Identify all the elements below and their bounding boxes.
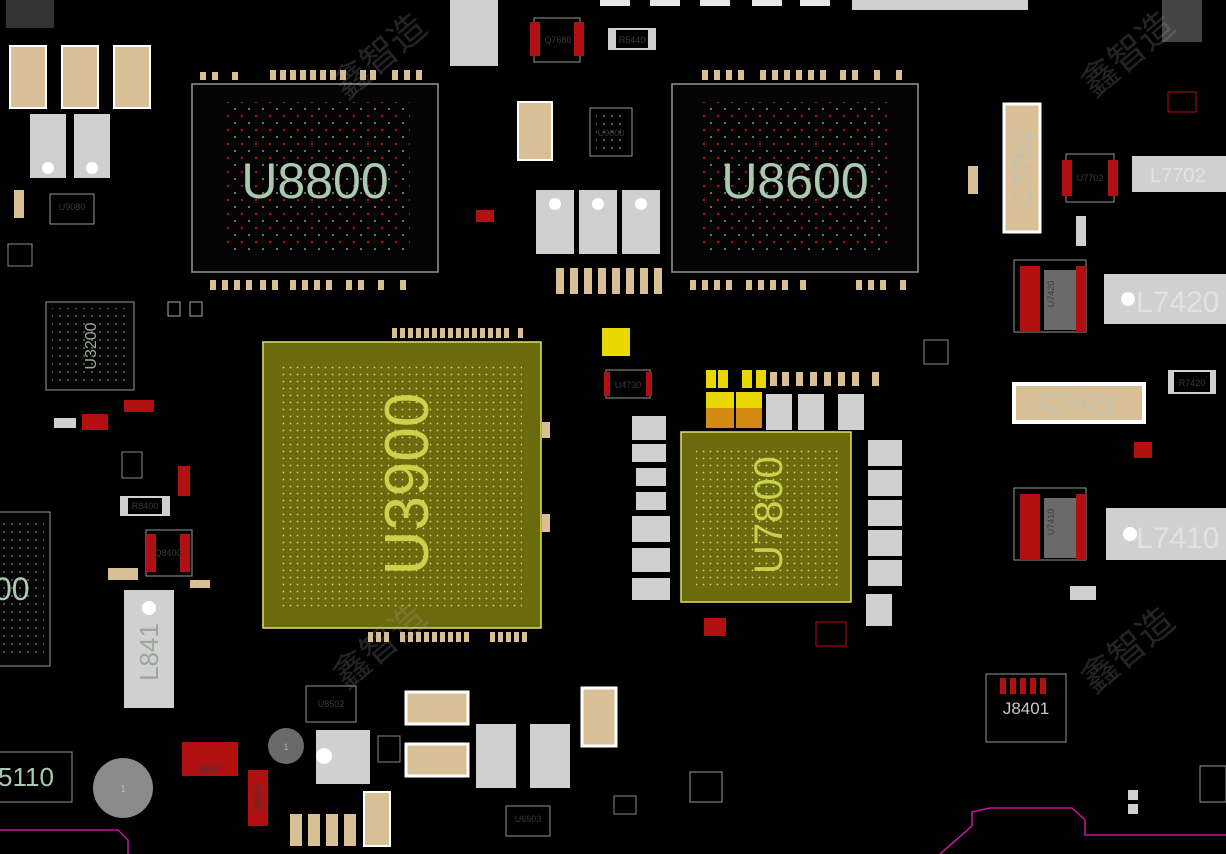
pad-row-u8800-top [200,70,422,80]
label-u8600: U8600 [721,153,868,209]
label-u7420: U7420 [1046,281,1056,308]
label-q8401: Q8401 [196,764,223,774]
label-q8400: Q8400 [154,548,181,558]
trace-right [939,807,1226,854]
inductor-row-center [536,190,660,254]
label-j8401: J8401 [1003,699,1049,718]
label-l7420: L7420 [1136,286,1219,319]
label-u9080: U9080 [59,202,86,212]
component-d8410[interactable]: D8410 [248,770,268,826]
inductor-top-partial [450,0,498,66]
component-q8400[interactable]: Q8400 [145,529,193,577]
pad-row-top-center [600,0,830,6]
component-u7702[interactable]: U7702 [1062,153,1118,203]
capacitor-row-bottom-center [290,686,618,847]
inductor-column-right-u7800 [866,440,902,626]
label-u3900: U3900 [373,393,442,576]
component-u6903[interactable]: U6903 [505,805,551,837]
label-r8400: R8400 [132,501,159,511]
component-u9080[interactable]: U9080 [49,193,95,225]
label-u3200: U3200 [83,322,100,369]
component-u3900[interactable]: U3900 [262,341,542,629]
pad-row-u7800-top [766,372,879,430]
label-pad-1b: 1 [283,742,288,752]
label-5110: 5110 [0,762,54,792]
block-top-right [1162,0,1202,42]
component-u8800[interactable]: U8800 [191,83,439,273]
component-l7702[interactable]: L7702 [1132,156,1226,192]
label-u6903: U6903 [515,814,542,824]
component-u7420[interactable]: U7420 [1013,259,1087,333]
label-u7800: U7800 [747,456,791,574]
component-l7410[interactable]: L7410 [1106,508,1226,560]
mounting-hole-small[interactable]: 1 [268,728,304,764]
trace-left [0,829,129,854]
small-parts-scatter [7,91,1226,815]
component-r5440[interactable]: R5440 [608,28,656,50]
highlight-pads-u7800 [602,328,766,428]
component-left-partial[interactable]: 00 [0,511,51,667]
pad-row-center-bottom [556,268,662,294]
component-l7420[interactable]: L7420 [1104,274,1226,324]
component-r8400[interactable]: R8400 [120,496,170,516]
label-l8410: L841 [134,623,164,681]
component-u3200[interactable]: U3200 [45,301,135,391]
component-5110[interactable]: 5110 [0,751,73,803]
label-left-partial: 00 [0,571,30,607]
label-u4730: U4730 [615,380,642,390]
component-r7420[interactable]: R7420 [1168,370,1216,394]
capacitor-row-top-left [9,45,151,178]
pad-row-u3900-bottom [368,632,527,642]
component-j8401[interactable]: J8401 [985,673,1067,743]
label-u7410: U7410 [1046,509,1056,536]
component-u7410[interactable]: U7410 [1013,487,1087,561]
pad-u3900-right-2 [542,514,550,532]
label-r5440: R5440 [619,35,646,45]
label-l7702: L7702 [1150,165,1206,187]
label-u7702: U7702 [1077,173,1104,183]
label-r7420: R7420 [1179,378,1206,388]
component-u7800[interactable]: U7800 [680,431,852,603]
pad-u3900-right-1 [542,422,550,438]
pad-row-u8800-bottom [210,280,406,290]
block-top-left [6,0,54,28]
label-u9000: U9000 [598,128,625,138]
label-pad-1a: 1 [120,784,126,795]
label-c7421: C7421 [1040,388,1117,418]
component-q8401[interactable]: Q8401 [182,742,238,776]
label-u8502: U8502 [318,699,345,709]
component-u8600[interactable]: U8600 [671,83,919,273]
pad-row-u8600-top [702,70,902,80]
capacitor-center-top [517,101,553,161]
label-u8800: U8800 [241,153,388,209]
component-u4730[interactable]: U4730 [604,369,652,399]
inductor-column-left-u7800 [632,416,670,600]
label-l7410: L7410 [1136,522,1219,555]
mounting-hole-large[interactable]: 1 [93,758,153,818]
label-c7752: C7752 [1008,130,1038,207]
component-q7680[interactable]: Q7680 [530,17,584,63]
strip-top-right [852,0,1028,10]
pad-row-u3900-top [392,328,523,338]
component-c7421[interactable]: C7421 [1012,382,1146,424]
label-q7680: Q7680 [544,35,571,45]
component-c7752[interactable]: C7752 [1002,102,1042,234]
pad-row-u8600-bottom [690,280,906,290]
label-d8410: D8410 [253,785,263,812]
component-l8410[interactable]: L841 [124,590,174,708]
component-u8502[interactable]: U8502 [305,685,357,723]
component-u9000[interactable]: U9000 [589,107,633,157]
